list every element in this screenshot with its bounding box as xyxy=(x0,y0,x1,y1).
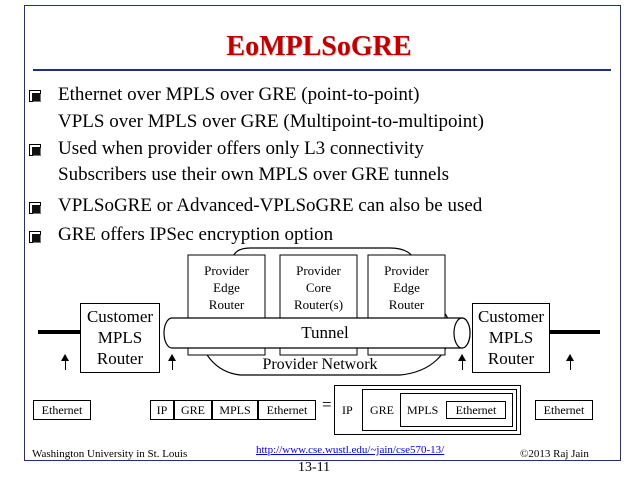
label-line: Customer xyxy=(477,307,545,326)
label-line: Router xyxy=(487,349,535,368)
frame-ethernet-right: Ethernet xyxy=(535,400,593,420)
up-arrow-icon xyxy=(61,354,69,370)
footer-url-link[interactable]: http://www.cse.wustl.edu/~jain/cse570-13… xyxy=(256,444,445,456)
label-line: Router(s) xyxy=(293,297,344,312)
label-line: Router xyxy=(388,297,425,312)
bullet-3-line-1: VPLSoGRE or Advanced-VPLSoGRE can also b… xyxy=(58,195,483,216)
slide-frame xyxy=(24,5,621,461)
slide-title: EoMPLSoGRE xyxy=(226,31,412,62)
label-line: Provider xyxy=(296,263,341,278)
up-arrow-icon xyxy=(168,354,176,370)
bullet-2-line-1: Used when provider offers only L3 connec… xyxy=(58,138,424,159)
frame-ethernet-left: Ethernet xyxy=(33,400,91,420)
frame-ip: IP xyxy=(150,400,174,420)
label-line: Router xyxy=(208,297,245,312)
customer-router-left: Customer MPLS Router xyxy=(70,306,170,369)
up-arrow-icon xyxy=(566,354,574,370)
customer-router-right-box xyxy=(472,303,550,373)
footer-copyright: ©2013 Raj Jain xyxy=(520,448,589,460)
customer-router-right: Customer MPLS Router xyxy=(461,306,561,369)
customer-router-left-box xyxy=(80,303,160,373)
bullet-1-line-2: VPLS over MPLS over GRE (Multipoint-to-m… xyxy=(58,111,484,132)
equals-sign: = xyxy=(322,395,332,414)
footer-institution: Washington University in St. Louis xyxy=(32,448,188,460)
label-line: Provider xyxy=(384,263,429,278)
up-arrow-icon xyxy=(458,354,466,370)
label-line: Edge xyxy=(393,280,420,295)
provider-edge-router-left: Provider Edge Router xyxy=(188,262,265,313)
nested-frame-ethernet: Ethernet xyxy=(446,401,506,419)
nested-mpls-label: MPLS xyxy=(407,403,439,417)
bullet-4-line-1: GRE offers IPSec encryption option xyxy=(58,224,334,245)
bullet-icon xyxy=(29,90,41,102)
label-line: MPLS xyxy=(488,328,534,347)
label-line: MPLS xyxy=(97,328,143,347)
tunnel-pipe-end xyxy=(453,317,471,349)
nested-gre-label: GRE xyxy=(370,403,394,417)
title-underline xyxy=(33,69,611,71)
frame-ethernet: Ethernet xyxy=(258,400,316,420)
label-line: Router xyxy=(96,349,144,368)
frame-mpls: MPLS xyxy=(212,400,258,420)
label-line: Customer xyxy=(86,307,154,326)
bullet-2-line-2: Subscribers use their own MPLS over GRE … xyxy=(58,164,450,185)
bullet-icon xyxy=(29,144,41,156)
label-line: Edge xyxy=(213,280,240,295)
bullet-1-line-1: Ethernet over MPLS over GRE (point-to-po… xyxy=(58,84,420,105)
bullet-icon xyxy=(29,202,41,214)
label-line: Provider xyxy=(204,263,249,278)
provider-edge-router-right: Provider Edge Router xyxy=(368,262,445,313)
bullet-icon xyxy=(29,231,41,243)
label-line: Core xyxy=(305,280,332,295)
tunnel-label: Tunnel xyxy=(301,323,349,342)
nested-ip-label: IP xyxy=(342,403,353,417)
provider-core-router: Provider Core Router(s) xyxy=(280,262,357,313)
provider-network-label: Provider Network xyxy=(262,356,378,373)
frame-gre: GRE xyxy=(174,400,212,420)
page-number: 13-11 xyxy=(298,460,331,475)
